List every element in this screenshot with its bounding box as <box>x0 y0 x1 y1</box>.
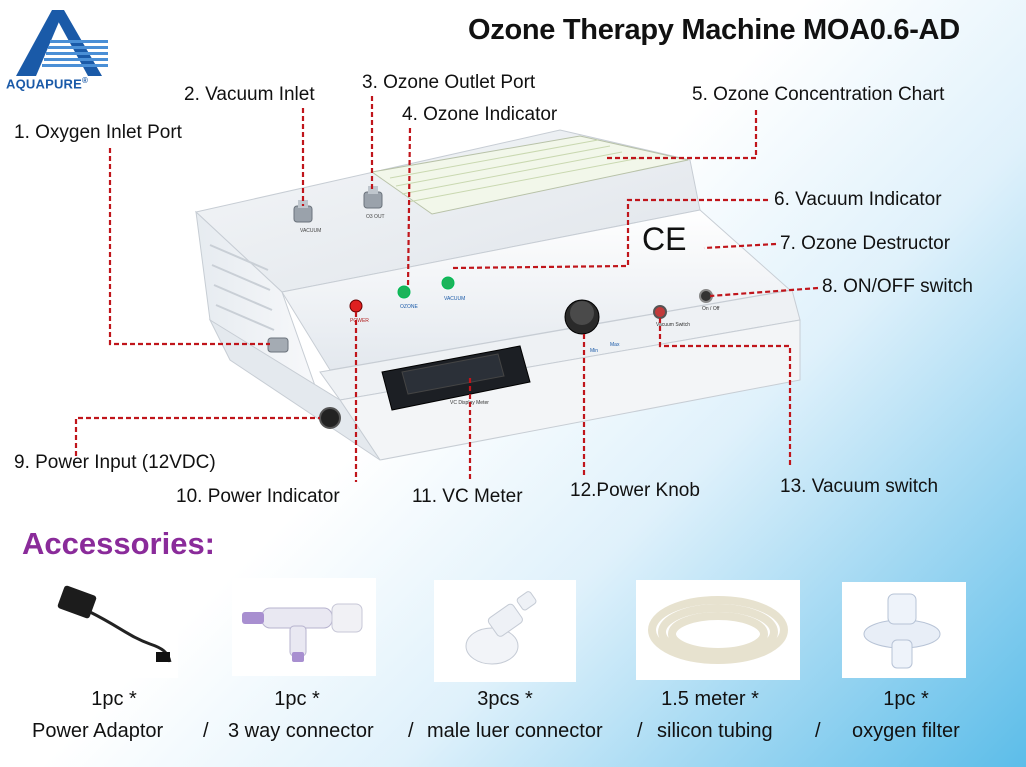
knob-max-label: Max <box>610 342 620 348</box>
accessory-name: Power Adaptor <box>32 720 164 742</box>
three-way-connector-image <box>232 578 376 676</box>
accessory-qty: 1.5 meter * <box>661 688 759 710</box>
separator: / <box>203 720 209 742</box>
separator: / <box>815 720 821 742</box>
ozone-indicator-label: OZONE <box>400 304 418 310</box>
leader-ozone-destructor <box>703 242 777 250</box>
leader-oxygen-inlet <box>108 148 270 346</box>
vacuum-indicator-label: VACUUM <box>444 296 465 302</box>
vacuum-port-label: VACUUM <box>300 228 321 234</box>
page-title: Ozone Therapy Machine MOA0.6-AD <box>468 14 960 46</box>
label-ozone-outlet-port: 3. Ozone Outlet Port <box>362 72 536 93</box>
leader-power-input <box>74 416 320 456</box>
leader-onoff <box>709 286 819 298</box>
accessory-qty: 1pc * <box>274 688 320 710</box>
accessory-name: male luer connector <box>427 720 603 742</box>
label-vc-meter: 11. VC Meter <box>412 486 523 507</box>
separator: / <box>637 720 643 742</box>
label-power-knob: 12.Power Knob <box>570 480 700 501</box>
label-oxygen-inlet-port: 1. Oxygen Inlet Port <box>14 122 182 143</box>
accessory-qty: 1pc * <box>91 688 137 710</box>
brand-name: AQUAPURE® <box>6 76 89 92</box>
accessory-name: 3 way connector <box>228 720 374 742</box>
ce-mark: CE <box>642 221 686 257</box>
leader-ozone-indicator <box>406 127 412 287</box>
vacuum-switch-label: Vacuum Switch <box>656 322 690 328</box>
accessory-qty: 1pc * <box>883 688 929 710</box>
accessory-name: silicon tubing <box>657 720 773 742</box>
label-ozone-destructor: 7. Ozone Destructor <box>780 233 951 254</box>
onoff-switch-label: On / Off <box>702 306 720 312</box>
aquapure-logo-icon <box>16 10 108 76</box>
power-adaptor-image <box>50 582 178 678</box>
oxygen-filter-image <box>842 582 966 678</box>
label-vacuum-switch: 13. Vacuum switch <box>780 476 939 497</box>
leader-concentration-chart <box>606 110 758 160</box>
accessories-heading: Accessories: <box>22 526 216 561</box>
label-concentration-chart: 5. Ozone Concentration Chart <box>692 84 945 105</box>
ozone-machine-illustration: VACUUM O3 OUT POWER OZONE VACUUM CE VC D… <box>74 96 819 482</box>
label-ozone-indicator: 4. Ozone Indicator <box>402 104 558 125</box>
power-indicator-label: POWER <box>350 318 369 324</box>
silicon-tubing-image <box>636 580 800 680</box>
knob-min-label: Min <box>590 348 598 354</box>
accessory-qty: 3pcs * <box>477 688 533 710</box>
label-vacuum-inlet: 2. Vacuum Inlet <box>184 84 315 105</box>
leader-vacuum-indicator <box>451 198 768 270</box>
leader-vacuum-switch <box>658 318 792 466</box>
label-power-indicator: 10. Power Indicator <box>176 486 340 507</box>
accessory-name: oxygen filter <box>852 720 960 742</box>
label-power-input: 9. Power Input (12VDC) <box>14 452 216 473</box>
label-onoff-switch: 8. ON/OFF switch <box>822 276 973 297</box>
separator: / <box>408 720 414 742</box>
label-vacuum-indicator: 6. Vacuum Indicator <box>774 189 942 210</box>
luer-connector-image <box>434 580 576 682</box>
ozone-port-label: O3 OUT <box>366 214 385 220</box>
